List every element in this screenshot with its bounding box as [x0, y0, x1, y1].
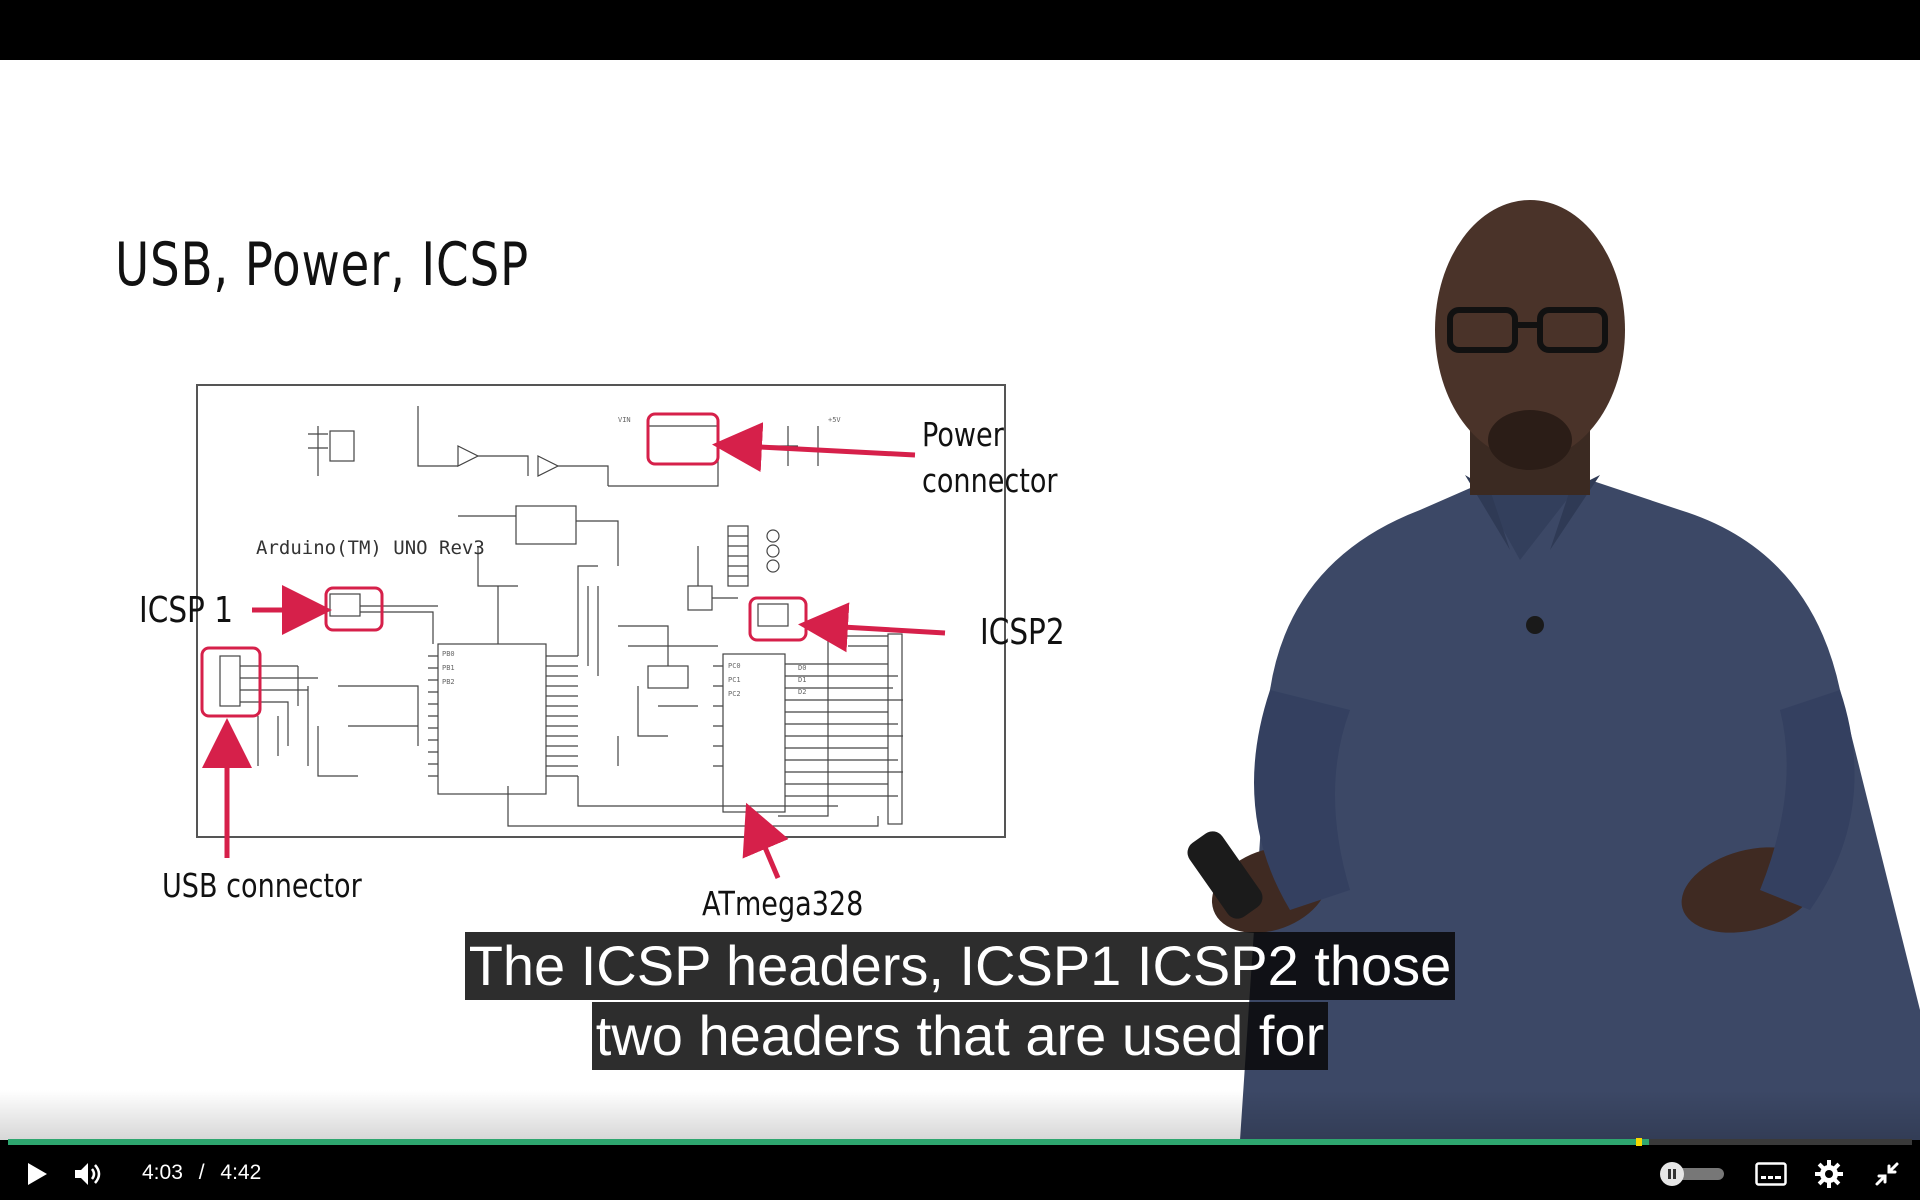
svg-text:PB2: PB2: [442, 678, 455, 686]
power-connector-label: Power connector: [922, 412, 1058, 504]
pause-icon: [1668, 1169, 1676, 1179]
mcu-arrow: [742, 802, 789, 879]
callout-arrows: [202, 422, 946, 879]
power-label-line-1: Power: [922, 415, 1004, 454]
svg-text:PC2: PC2: [728, 690, 741, 698]
exit-fullscreen-button[interactable]: [1870, 1157, 1904, 1191]
icsp1-label: ICSP 1: [139, 590, 234, 631]
schematic-title: Arduino(TM) UNO Rev3: [256, 537, 485, 559]
volume-icon: [75, 1163, 101, 1185]
duration: 4:42: [220, 1161, 262, 1184]
caption-line-1: The ICSP headers, ICSP1 ICSP2 those: [464, 932, 1456, 1000]
volume-button[interactable]: [72, 1157, 106, 1191]
played-indicator: [8, 1139, 1649, 1145]
current-time: 4:03: [142, 1161, 183, 1184]
svg-text:D2: D2: [798, 688, 806, 696]
svg-text:PB0: PB0: [442, 650, 455, 658]
usb-connector-label: USB connector: [162, 866, 362, 905]
controls-gradient: [0, 1090, 1920, 1140]
captions-overlay: The ICSP headers, ICSP1 ICSP2 those two …: [0, 932, 1920, 1072]
autoplay-knob: [1660, 1162, 1684, 1186]
captions-button[interactable]: [1753, 1157, 1789, 1191]
video-frame[interactable]: USB, Power, ICSP: [0, 60, 1920, 1140]
icsp2-label: ICSP2: [980, 612, 1065, 653]
atmega328-label: ATmega328: [702, 884, 864, 923]
settings-button[interactable]: [1812, 1157, 1846, 1191]
autoplay-track: [1672, 1168, 1724, 1180]
svg-text:PC1: PC1: [728, 676, 741, 684]
svg-text:+5V: +5V: [828, 416, 841, 424]
captions-icon: [1755, 1162, 1787, 1186]
usb-connector-highlight: [200, 646, 262, 718]
gear-icon: [1815, 1160, 1843, 1188]
power-label-line-2: connector: [922, 461, 1058, 500]
play-button[interactable]: [20, 1157, 54, 1191]
slide-title: USB, Power, ICSP: [115, 230, 529, 300]
autoplay-toggle[interactable]: [1658, 1161, 1728, 1187]
playhead-marker[interactable]: [1635, 1138, 1642, 1146]
svg-text:D1: D1: [798, 676, 806, 684]
time-display: 4:03 / 4:42: [142, 1161, 271, 1185]
progress-bar[interactable]: [8, 1138, 1912, 1146]
top-letterbox: [0, 0, 1920, 60]
icsp2-arrow: [798, 602, 946, 653]
exit-fullscreen-icon: [1875, 1162, 1899, 1186]
player-controls: [0, 1140, 1920, 1200]
power-arrow: [712, 422, 916, 473]
play-icon: [28, 1163, 47, 1185]
svg-text:VIN: VIN: [618, 416, 631, 424]
caption-line-2: two headers that are used for: [591, 1002, 1329, 1070]
svg-text:PC0: PC0: [728, 662, 741, 670]
svg-text:PB1: PB1: [442, 664, 455, 672]
svg-text:D0: D0: [798, 664, 806, 672]
time-separator: /: [198, 1161, 205, 1184]
